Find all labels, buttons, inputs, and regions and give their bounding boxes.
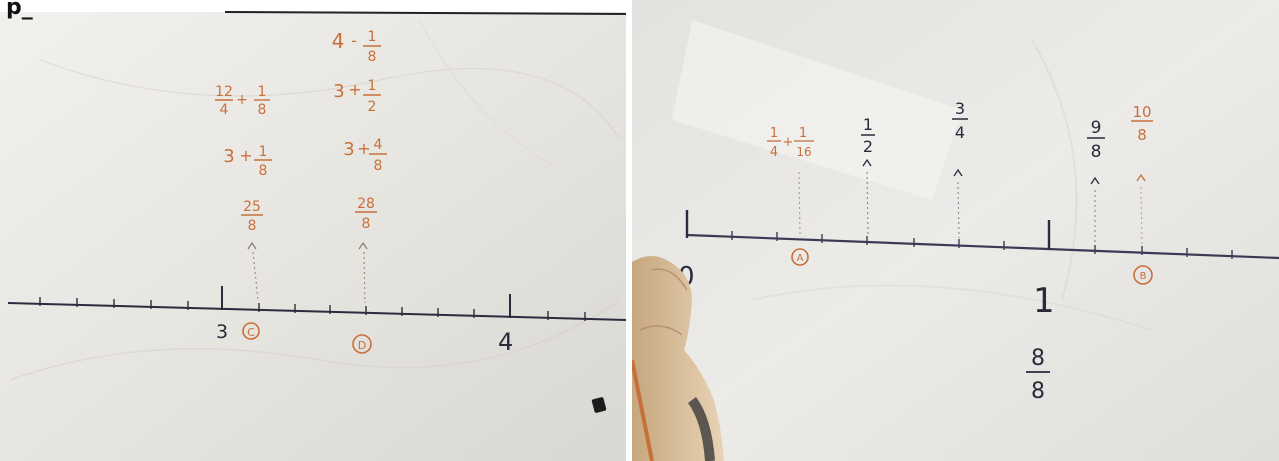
svg-text:28: 28	[357, 196, 375, 212]
svg-text:8: 8	[1137, 126, 1147, 144]
svg-text:8: 8	[1091, 142, 1102, 162]
svg-text:1: 1	[258, 84, 267, 100]
svg-text:1: 1	[259, 144, 268, 160]
point-d-marker-letter: D	[358, 339, 366, 352]
svg-text:8: 8	[1031, 379, 1045, 404]
svg-text:3: 3	[333, 81, 344, 102]
svg-text:+: +	[783, 135, 794, 150]
point-a-marker-letter: A	[797, 253, 804, 264]
svg-text:8: 8	[1031, 346, 1045, 371]
svg-text:8: 8	[259, 163, 268, 179]
svg-text:1: 1	[368, 29, 377, 45]
svg-text:3: 3	[223, 146, 234, 167]
svg-text:4: 4	[220, 102, 229, 118]
left-photo-canvas: p_ 3 4	[0, 0, 626, 461]
point-b-marker-letter: B	[1140, 271, 1147, 282]
right-photo-canvas: 0 1 8 8 A 1 4 + 1 16 1 2	[632, 0, 1279, 461]
svg-text:4: 4	[770, 145, 778, 160]
svg-text:+: +	[357, 139, 370, 158]
svg-text:1: 1	[368, 78, 377, 94]
svg-text:8: 8	[374, 158, 383, 174]
svg-text:10: 10	[1132, 103, 1151, 121]
axis-label-one: 1	[1033, 281, 1055, 321]
svg-text:8: 8	[362, 216, 371, 232]
svg-text:4: 4	[955, 123, 965, 142]
svg-text:+: +	[348, 80, 361, 99]
svg-text:4: 4	[332, 29, 345, 53]
svg-text:1: 1	[863, 115, 873, 134]
paper-background	[0, 0, 626, 461]
svg-text:8: 8	[258, 102, 267, 118]
svg-text:25: 25	[243, 199, 261, 215]
svg-text:2: 2	[863, 137, 873, 156]
svg-text:8: 8	[368, 49, 377, 65]
svg-text:8: 8	[248, 218, 257, 234]
svg-text:9: 9	[1091, 118, 1102, 138]
left-photo-panel: p_ 3 4	[0, 0, 626, 461]
svg-text:3: 3	[343, 139, 354, 160]
top-fragment-text: p_	[6, 0, 33, 20]
right-photo-panel: 0 1 8 8 A 1 4 + 1 16 1 2	[632, 0, 1279, 461]
svg-text:1: 1	[770, 126, 778, 141]
svg-text:16: 16	[796, 145, 811, 159]
svg-text:4: 4	[374, 137, 383, 153]
svg-text:12: 12	[215, 84, 233, 100]
svg-text:-: -	[351, 31, 357, 50]
svg-text:+: +	[239, 146, 252, 165]
svg-text:+: +	[236, 92, 248, 108]
axis-label-three: 3	[216, 321, 228, 343]
point-c-marker-letter: C	[247, 326, 255, 339]
axis-label-four: 4	[498, 328, 513, 356]
svg-text:1: 1	[799, 126, 807, 141]
svg-text:3: 3	[955, 99, 965, 118]
svg-text:2: 2	[368, 99, 377, 115]
